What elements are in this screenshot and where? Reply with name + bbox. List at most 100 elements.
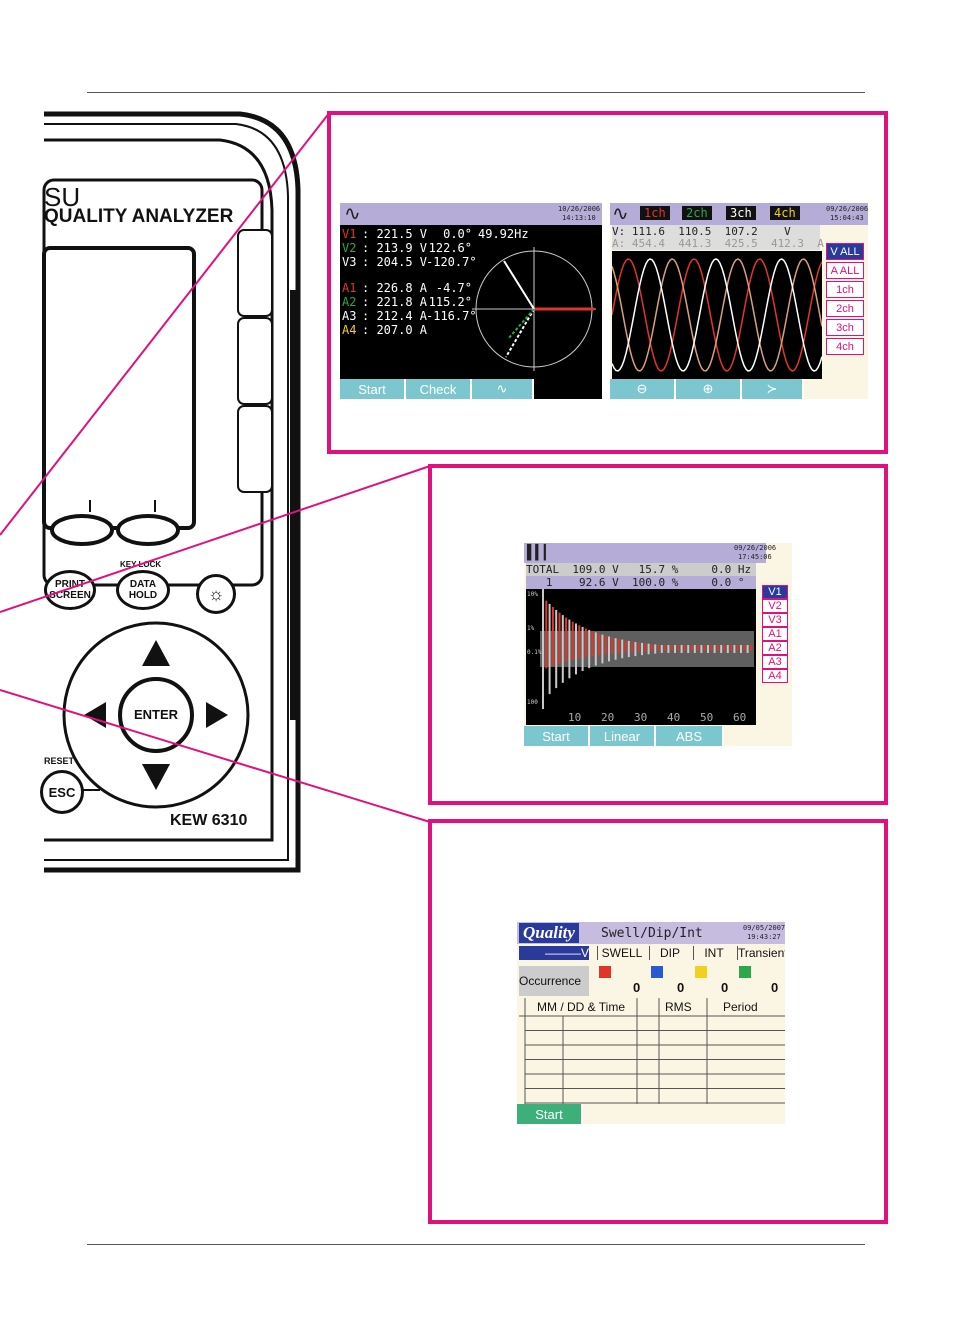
y-tick: 10% (527, 591, 538, 598)
harmonic-bar (749, 645, 752, 651)
event-count: 0 (677, 980, 685, 995)
x-tick: 50 (700, 711, 714, 724)
sine-icon: ∿ (344, 203, 361, 225)
harmonic-bar (591, 631, 594, 657)
event-icon (695, 966, 707, 978)
fkey-abs[interactable]: ABS (656, 726, 724, 746)
model-id: KEW 6310 (170, 812, 248, 829)
event-count: 0 (721, 980, 729, 995)
harmonic-bar (584, 628, 587, 658)
harmonic-bar (608, 636, 610, 662)
wave-amp-row: A: 454.4 441.3 425.5 412.3 A (612, 237, 824, 250)
esc-key[interactable]: ESC (40, 770, 84, 814)
vector-channel-v2: V2 (342, 241, 357, 255)
fkey-linear[interactable]: Linear (590, 726, 656, 746)
harmonic-bar (624, 640, 627, 653)
harmonic-bar (674, 645, 676, 653)
col-period: Period (723, 1000, 758, 1014)
event-icon (739, 966, 751, 978)
fkey-start[interactable]: Start (524, 726, 590, 746)
harmonic-bar (545, 600, 548, 669)
harmonic-bar (650, 644, 653, 651)
wave-side-3ch[interactable]: 3ch (826, 319, 864, 336)
fkey-check[interactable]: Check (406, 379, 472, 399)
harmonic-bar (568, 619, 571, 679)
fkey-start[interactable]: Start (517, 1104, 583, 1124)
unit-label: ———V (519, 946, 589, 960)
wave-header: ∿ 1ch 2ch 3ch 4ch 09/26/2006 15:04:43 (610, 203, 868, 225)
data-hold-key[interactable]: DATA HOLD (116, 570, 170, 610)
wave-time: 15:04:43 (830, 214, 864, 222)
tab-4ch[interactable]: 4ch (770, 206, 800, 220)
harmonic-bar (670, 645, 673, 651)
wave-side-v-all[interactable]: V ALL (826, 243, 864, 260)
event-icon (651, 966, 663, 978)
harmonic-side-a3[interactable]: A3 (762, 655, 788, 669)
quality-time: 19:43:27 (747, 933, 781, 941)
vector-header: ∿ 10/26/2006 14:13:10 (340, 203, 602, 225)
top-rule (87, 92, 865, 93)
vector-value: : 221.5 V (362, 227, 428, 241)
harmonic-side-a4[interactable]: A4 (762, 669, 788, 683)
device-illustration: SU QUALITY ANALYZER KEW 6310 PRINT SCREE… (0, 100, 310, 880)
harmonic-screen: ▌▍▎ 09/26/2006 17:45:06 TOTAL 109.0 V 15… (524, 543, 792, 746)
fkey-zoom-out[interactable]: ⊖ (610, 379, 676, 399)
harmonic-side-v2[interactable]: V2 (762, 599, 788, 613)
harmonic-bar (657, 644, 660, 651)
harmonic-bar (697, 645, 700, 651)
wave-fkeys: ⊖ ⊕ ≻ (610, 379, 804, 399)
harmonic-bar (575, 623, 577, 675)
harmonic-bar (588, 629, 591, 669)
wave-side-4ch[interactable]: 4ch (826, 338, 864, 355)
harmonic-bar (710, 645, 713, 651)
vector-value: : 207.0 A (362, 323, 428, 337)
tab-1ch[interactable]: 1ch (640, 206, 670, 220)
device-outline (42, 111, 301, 873)
harmonic-bar (627, 640, 630, 658)
harmonic-side-v1[interactable]: V1 (762, 585, 788, 599)
tab-3ch[interactable]: 3ch (726, 206, 756, 220)
wave-date: 09/26/2006 (826, 205, 868, 213)
vector-channel-a1: A1 (342, 281, 357, 295)
harmonic-bar (667, 645, 670, 653)
vector-angle: -116.7° (426, 309, 477, 323)
harmonic-bar (548, 603, 551, 695)
harmonic-bar (726, 645, 729, 653)
harmonic-side-a2[interactable]: A2 (762, 641, 788, 655)
vector-angle: 122.6° (428, 241, 472, 255)
vector-channel-a2: A2 (342, 295, 357, 309)
harmonic-bar (611, 637, 614, 654)
harmonic-icon: ▌▍▎ (527, 545, 553, 561)
enter-key-label[interactable]: ENTER (134, 707, 179, 722)
fkey-zoom-in[interactable]: ⊕ (676, 379, 742, 399)
frame-quality (428, 819, 888, 1224)
fkey-wave-icon[interactable]: ∿ (472, 379, 534, 399)
print-screen-key[interactable]: PRINT SCREEN (44, 570, 96, 610)
harmonic-bar (716, 645, 719, 651)
fkey-start[interactable]: Start (340, 379, 406, 399)
event-count: 0 (771, 980, 779, 995)
wave-side-a-all[interactable]: A ALL (826, 262, 864, 279)
harmonic-bar (631, 641, 634, 652)
harmonic-side-a1[interactable]: A1 (762, 627, 788, 641)
fkey-cursor[interactable]: ≻ (742, 379, 804, 399)
vector-angle: 115.2° (428, 295, 472, 309)
harmonic-side-v3[interactable]: V3 (762, 613, 788, 627)
quality-title: Swell/Dip/Int (601, 926, 703, 941)
harmonic-bar (551, 607, 554, 666)
col-rms: RMS (665, 1000, 692, 1014)
harmonic-bar (700, 645, 703, 653)
wave-side-2ch[interactable]: 2ch (826, 300, 864, 317)
wave-side-1ch[interactable]: 1ch (826, 281, 864, 298)
harmonic-bar (707, 645, 709, 653)
tab-2ch[interactable]: 2ch (682, 206, 712, 220)
harmonic-bar (693, 645, 696, 653)
vector-channel-a3: A3 (342, 309, 357, 323)
harmonic-bar (555, 609, 558, 689)
harmonic-bar (637, 642, 640, 652)
harmonic-bar (733, 645, 736, 653)
vector-value: : 213.9 V (362, 241, 428, 255)
occurrence-label: Occurrence (519, 966, 589, 996)
backlight-key[interactable]: ☼ (196, 574, 236, 614)
